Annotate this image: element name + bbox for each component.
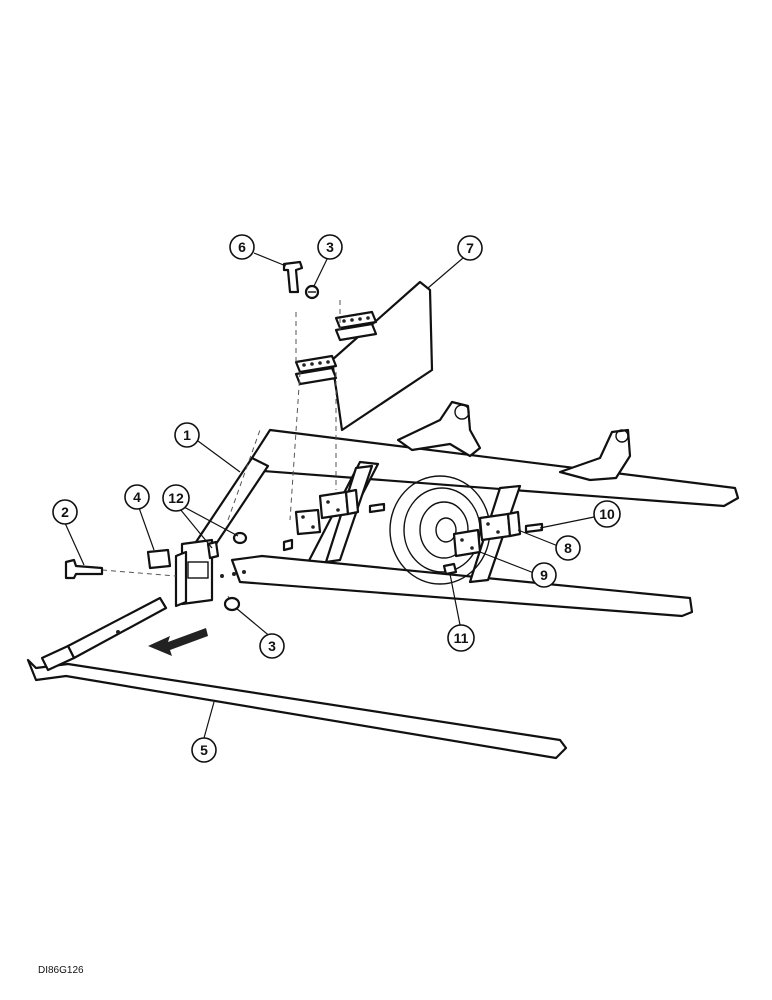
main-frame	[174, 400, 740, 618]
callout-5: 5	[191, 737, 217, 763]
drawing-code: DI86G126	[38, 965, 84, 976]
callout-10-label: 10	[599, 506, 615, 522]
callout-3-upper-label: 3	[326, 239, 334, 255]
callout-9-label: 9	[540, 567, 548, 583]
callout-12-label: 12	[168, 490, 184, 506]
callout-2: 2	[52, 499, 78, 525]
callout-leaders	[64, 251, 600, 739]
callout-1: 1	[174, 422, 200, 448]
callout-12: 12	[162, 484, 190, 512]
callout-6: 6	[229, 234, 255, 260]
callout-8: 8	[555, 535, 581, 561]
mount-brackets	[294, 488, 522, 558]
callout-7-label: 7	[466, 240, 474, 256]
callout-3-upper: 3	[317, 234, 343, 260]
callout-11-label: 11	[454, 630, 469, 646]
callout-10: 10	[593, 500, 621, 528]
front-draw-bar	[26, 596, 568, 760]
callout-4: 4	[124, 484, 150, 510]
callout-5-label: 5	[200, 742, 208, 758]
callout-6-label: 6	[238, 239, 246, 255]
callout-4-label: 4	[133, 489, 141, 505]
callout-7: 7	[457, 235, 483, 261]
callout-9: 9	[531, 562, 557, 588]
callout-8-label: 8	[564, 540, 572, 556]
callout-1-label: 1	[183, 427, 191, 443]
callout-3-lower: 3	[259, 633, 285, 659]
callout-2-label: 2	[61, 504, 69, 520]
bolts-and-pins	[64, 260, 544, 656]
callout-11: 11	[447, 624, 475, 652]
shield-panel	[294, 280, 434, 432]
callout-3-lower-label: 3	[268, 638, 276, 654]
